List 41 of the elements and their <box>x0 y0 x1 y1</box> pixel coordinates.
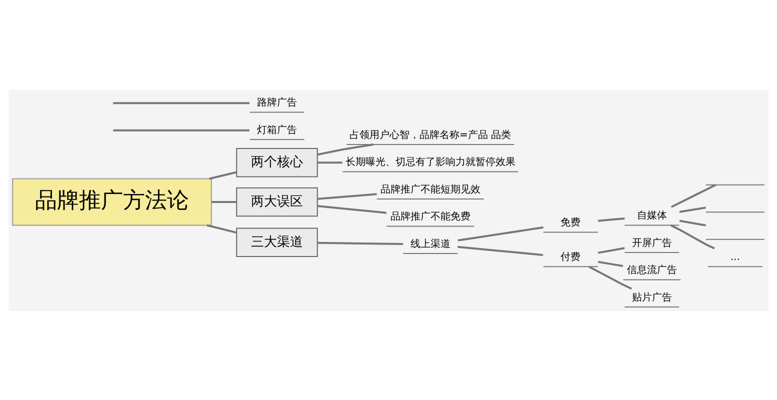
node-text: 占领用户心智，品牌名称=产品 品类 <box>350 129 512 140</box>
node-line <box>706 184 764 185</box>
connector <box>317 161 342 164</box>
node-box: 两大误区 <box>236 186 318 216</box>
connector <box>458 245 544 256</box>
node-box: 两个核心 <box>236 148 318 177</box>
connector <box>670 224 715 249</box>
node-text: 贴片广告 <box>632 292 672 303</box>
connector <box>458 226 544 241</box>
node-text: ... <box>730 252 740 263</box>
connector <box>113 128 250 131</box>
connector <box>317 204 387 214</box>
connector <box>598 260 624 267</box>
node-text: 品牌推广不能短期见效 <box>380 184 480 195</box>
connector <box>679 219 706 226</box>
node-text: 开屏广告 <box>632 237 672 248</box>
node-text: 信息流广告 <box>626 264 677 276</box>
node-text: 品牌推广不能免费 <box>390 211 470 222</box>
connector <box>209 170 237 180</box>
node-line <box>706 238 764 240</box>
node-text: 路牌广告 <box>256 97 297 108</box>
node-box: 三大渠道 <box>236 227 318 256</box>
node-text: 自媒体 <box>636 210 667 222</box>
connector <box>317 241 404 245</box>
connector <box>317 192 377 200</box>
node-text: 灯箱广告 <box>256 124 297 136</box>
node-box: 品牌推广方法论 <box>12 178 212 226</box>
connector <box>113 102 250 104</box>
connector <box>212 200 236 203</box>
node-text: 线上渠道 <box>410 238 450 250</box>
connector <box>598 246 625 254</box>
node-text: 付费 <box>560 252 581 263</box>
connector <box>317 143 374 156</box>
connector <box>206 224 237 234</box>
connector <box>679 206 706 212</box>
connector <box>670 184 716 208</box>
node-line <box>706 211 764 212</box>
connector <box>588 265 632 290</box>
connector <box>598 216 625 222</box>
node-text: 长期曝光、切忌有了影响力就暂停效果 <box>345 156 516 168</box>
node-text: 免费 <box>560 217 581 228</box>
